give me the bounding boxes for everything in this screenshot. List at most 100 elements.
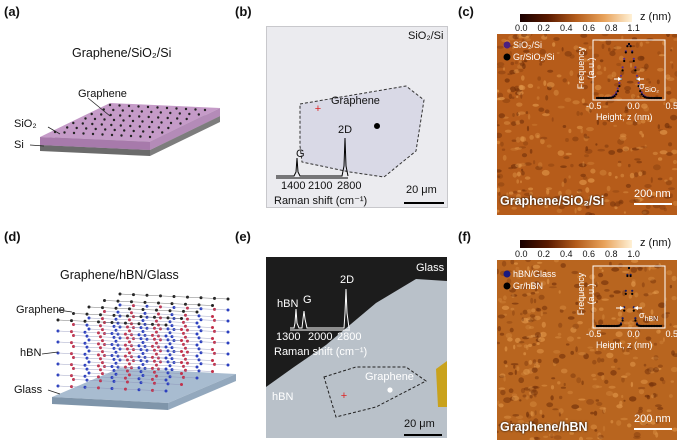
afm-grain	[517, 419, 525, 426]
panel-f-sigma-symbol: σ	[639, 310, 645, 320]
lattice-bond	[185, 304, 200, 306]
afm-grain	[512, 113, 515, 117]
hbn-atom	[197, 325, 201, 329]
afm-grain	[527, 284, 530, 287]
afm-grain	[521, 39, 527, 42]
afm-grain	[576, 407, 582, 411]
hbn-atom	[166, 371, 170, 375]
graphene-atom	[93, 117, 97, 121]
afm-grain	[656, 329, 661, 334]
lattice-bond	[214, 342, 229, 344]
hbn-atom	[195, 343, 199, 347]
afm-grain	[515, 415, 524, 419]
hbn-atom	[97, 386, 100, 390]
graphene-atom	[185, 117, 188, 121]
afm-grain	[576, 190, 582, 194]
afm-grain	[499, 375, 505, 378]
afm-grain	[529, 421, 535, 424]
panel-b-flake-overlay: +	[276, 85, 444, 204]
histogram-point	[619, 323, 623, 326]
panel-e-flake-overlay: +	[266, 279, 447, 438]
afm-grain	[525, 395, 529, 400]
lattice-bond	[125, 366, 140, 368]
panel-a-title: Graphene/SiO₂/Si	[72, 46, 172, 60]
graphene-atom	[138, 125, 141, 128]
afm-grain	[560, 263, 566, 268]
afm-grain	[602, 344, 607, 351]
afm-grain	[519, 60, 522, 64]
lattice-bond	[102, 318, 117, 320]
afm-grain	[546, 82, 555, 88]
hbn-atom	[99, 379, 102, 383]
lattice-bond	[138, 323, 153, 325]
lattice-bond	[154, 339, 169, 341]
afm-grain	[623, 321, 630, 325]
lattice-bond	[86, 357, 101, 359]
histogram-point	[602, 96, 605, 100]
afm-grain	[615, 344, 619, 348]
afm-grain	[525, 111, 529, 115]
hbn-atom	[182, 364, 185, 368]
lattice-bond	[146, 306, 161, 308]
afm-grain	[595, 399, 600, 402]
lattice-bond	[73, 368, 88, 370]
panel-f-xticks: -0.5 0.0 0.5	[586, 329, 678, 339]
afm-grain	[587, 75, 591, 80]
afm-grain	[593, 410, 598, 416]
afm-grain	[537, 358, 542, 364]
lattice-bond	[57, 330, 72, 332]
afm-grain	[618, 160, 622, 164]
lattice-bond	[160, 306, 175, 308]
afm-grain	[560, 165, 567, 168]
hbn-atom	[180, 383, 183, 386]
afm-grain	[620, 417, 628, 421]
afm-grain	[607, 74, 614, 80]
afm-grain	[666, 270, 673, 276]
hbn-atom	[168, 364, 172, 368]
lattice-bond	[214, 364, 229, 366]
afm-grain	[657, 406, 664, 410]
afm-grain	[584, 136, 590, 139]
histogram-point	[623, 309, 626, 312]
afm-grain	[612, 190, 620, 193]
afm-grain	[664, 122, 670, 129]
hbn-atom	[168, 342, 172, 346]
afm-grain	[576, 111, 580, 116]
panel-d-glass-label: Glass	[14, 384, 43, 396]
afm-grain	[521, 168, 524, 172]
histogram-point	[600, 96, 603, 100]
afm-grain	[587, 178, 595, 183]
afm-grain	[636, 309, 643, 314]
graphene-atom	[213, 296, 216, 300]
hbn-atom	[180, 350, 183, 353]
afm-grain	[501, 148, 506, 151]
afm-grain	[590, 411, 594, 415]
lattice-bond	[142, 353, 157, 355]
afm-grain	[595, 281, 598, 288]
afm-grain	[563, 382, 566, 387]
histogram-point	[631, 292, 634, 295]
afm-grain	[561, 47, 564, 52]
hbn-atom	[182, 320, 185, 324]
lattice-bond	[133, 305, 148, 307]
panel-c-label: (c)	[458, 4, 474, 19]
afm-grain	[597, 64, 601, 70]
histogram-point	[600, 324, 603, 328]
afm-grain	[501, 305, 510, 310]
panel-c-cb-tick: 0.4	[559, 23, 573, 33]
lattice-bond	[73, 313, 88, 315]
afm-grain	[498, 423, 504, 427]
afm-grain	[578, 77, 583, 82]
afm-grain	[580, 173, 586, 178]
afm-grain	[565, 417, 568, 421]
lattice-bond	[187, 340, 202, 342]
lattice-bond	[214, 353, 229, 355]
afm-grain	[511, 302, 519, 305]
afm-grain	[617, 162, 622, 167]
hbn-atom	[197, 369, 201, 373]
hbn-atom	[128, 318, 131, 322]
afm-grain	[518, 84, 524, 90]
graphene-atom	[194, 108, 197, 111]
afm-grain	[515, 337, 521, 343]
afm-grain	[585, 187, 590, 193]
